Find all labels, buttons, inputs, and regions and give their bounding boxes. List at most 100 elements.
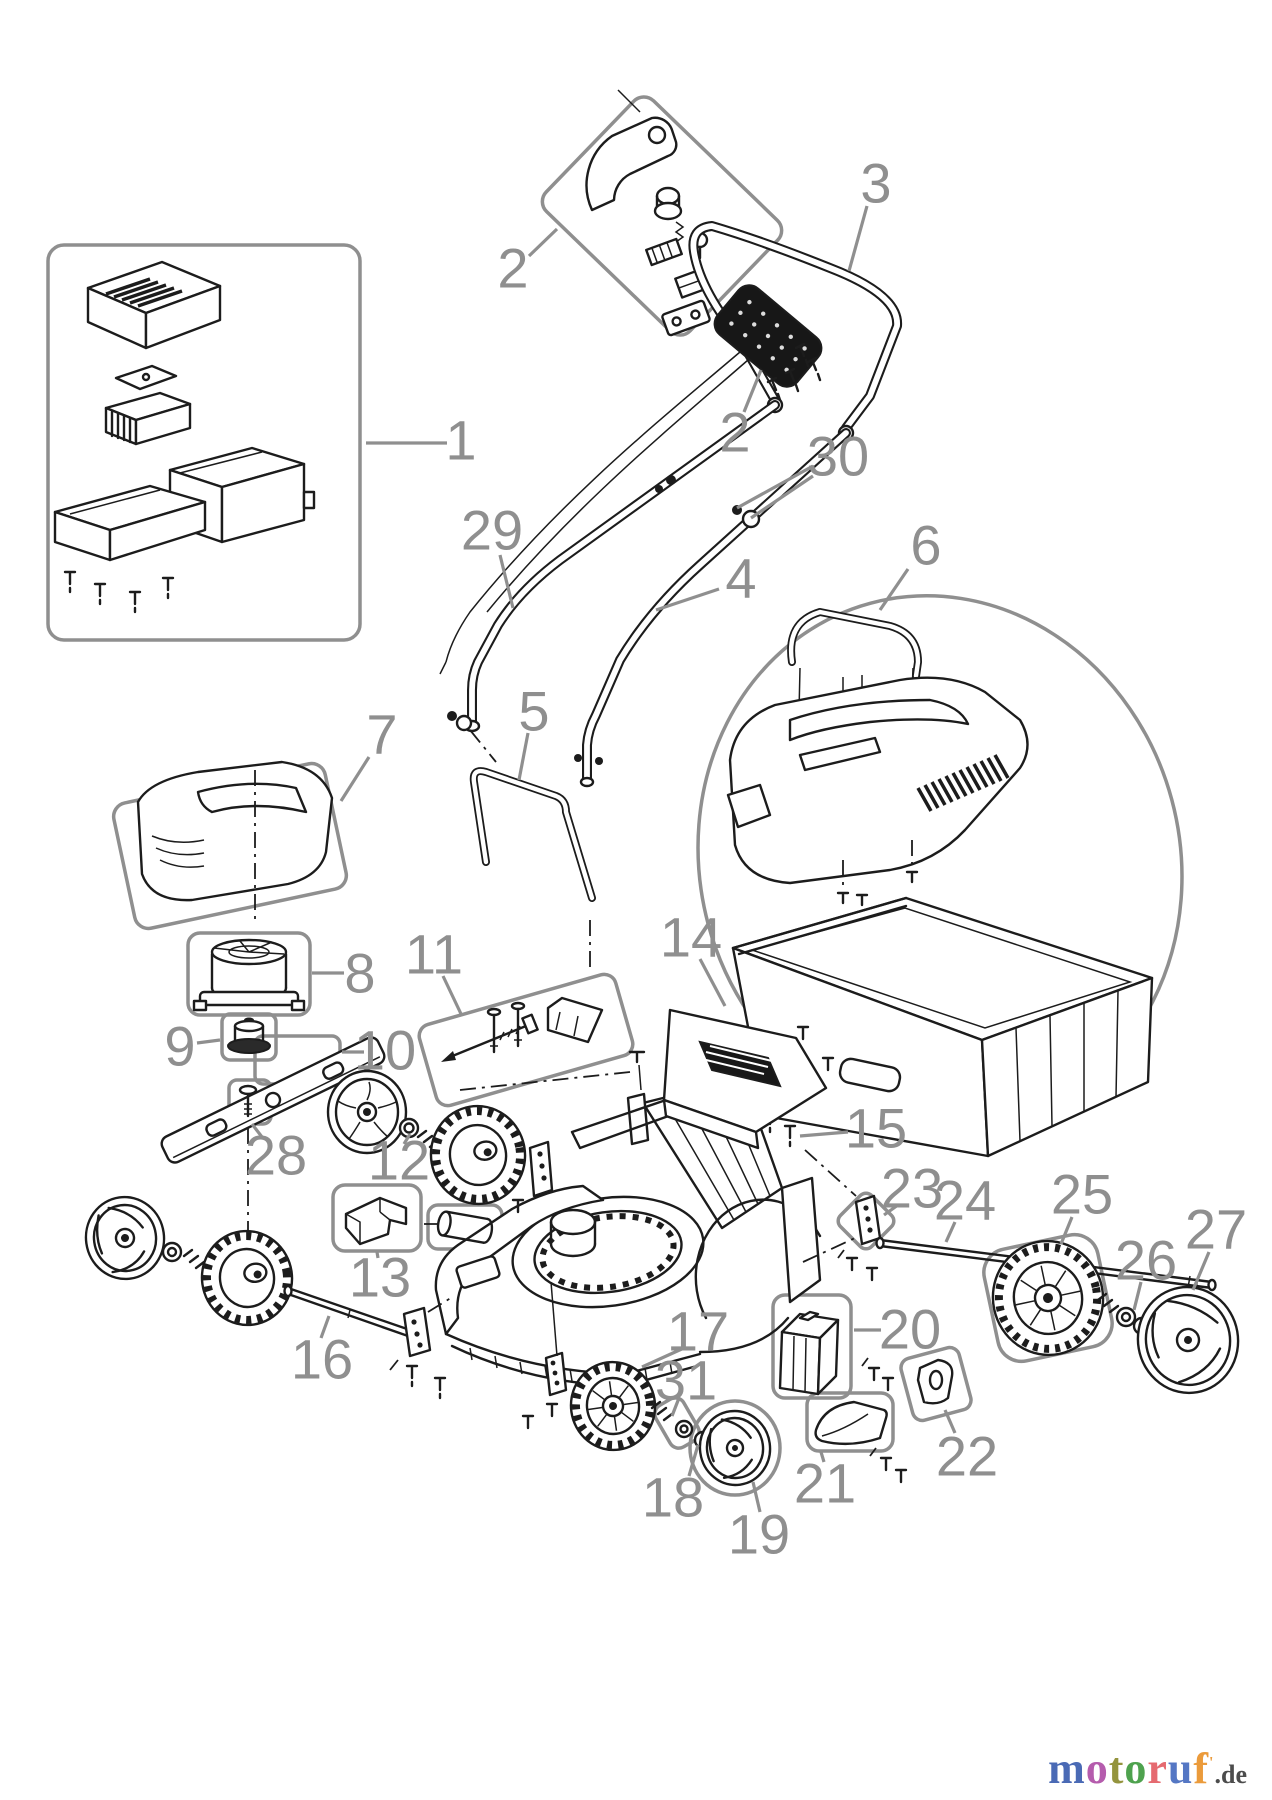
callout-18: 18: [642, 1466, 704, 1529]
logo-tld: .de: [1214, 1760, 1248, 1789]
leader-30: [736, 464, 814, 510]
part-11-hardware: [441, 996, 604, 1062]
callout-13: 13: [349, 1246, 411, 1309]
callout-2b: 2: [719, 401, 750, 464]
leader-7: [339, 756, 371, 802]
leader-2a: [527, 227, 559, 258]
part-13-height-adjuster: [344, 1196, 494, 1246]
leader-19: [751, 1481, 762, 1513]
leader-17: [641, 1346, 685, 1369]
part-16-front-axle-set: [84, 1195, 447, 1400]
callout-23: 23: [881, 1157, 943, 1220]
part-2-switch-housing: [713, 284, 823, 402]
callout-2a: 2: [497, 237, 528, 300]
box-part-1: [46, 243, 362, 642]
part-4-lower-handles: [447, 400, 851, 788]
callout-11: 11: [405, 923, 463, 986]
callout-25: 25: [1051, 1163, 1113, 1226]
leader-3: [847, 205, 869, 272]
callout-1: 1: [445, 409, 476, 472]
callout-24: 24: [934, 1169, 996, 1232]
leader-18: [687, 1444, 700, 1477]
callout-20: 20: [879, 1298, 941, 1361]
part-29-cable: [439, 351, 749, 675]
logo-letter: o: [1085, 1744, 1109, 1793]
part-22-cable-clip: [916, 1358, 954, 1405]
logo-letter: u: [1167, 1744, 1194, 1793]
leader-21: [819, 1451, 826, 1463]
box-part-11: [417, 972, 635, 1108]
leader-4: [655, 587, 720, 612]
logo-letter: ': [1209, 1754, 1215, 1772]
part-9-blade-adapter: [227, 1017, 271, 1054]
part-31-wheel-screws: [650, 1400, 694, 1439]
callout-16: 16: [291, 1328, 353, 1391]
callout-7: 7: [366, 703, 397, 766]
callout-19: 19: [728, 1503, 790, 1566]
part-27-hubcap: [1136, 1285, 1240, 1395]
leader-11: [441, 975, 464, 1017]
callout-28: 28: [245, 1124, 307, 1187]
leader-30: [750, 474, 814, 520]
leader-2b: [742, 369, 763, 413]
callout-31: 31: [655, 1349, 717, 1412]
part-8-motor: [192, 938, 306, 1012]
part-7-motor-cover: [136, 760, 334, 925]
callout-10: 10: [354, 1019, 416, 1082]
part-19-hubcap: [698, 1409, 772, 1487]
leader-28: [250, 1123, 264, 1138]
leader-9: [196, 1038, 221, 1045]
callout-15: 15: [845, 1097, 907, 1160]
part-21-mulch-plug: [814, 1400, 908, 1484]
part-2-lever-kit: [585, 89, 711, 337]
logo-letter: f: [1193, 1744, 1210, 1793]
part-1-charger-kit: [53, 260, 316, 614]
callout-17: 17: [667, 1300, 729, 1363]
front-left-tire: [200, 1229, 294, 1327]
logo-word: motoruf': [1048, 1744, 1214, 1793]
callout-27: 27: [1185, 1198, 1247, 1261]
leader-23: [883, 1203, 899, 1217]
box-part-21: [805, 1391, 895, 1453]
leader-15: [799, 1130, 849, 1138]
logo-letter: r: [1147, 1744, 1168, 1793]
leader-16: [319, 1315, 331, 1339]
box-part-22: [899, 1345, 973, 1423]
leader-27: [1191, 1251, 1211, 1291]
callout-6: 6: [910, 514, 941, 577]
callout-4: 4: [725, 547, 756, 610]
leader-14: [698, 958, 727, 1007]
leader-31: [670, 1397, 681, 1417]
callout-3: 3: [860, 152, 891, 215]
part-12-front-right-wheel: [326, 1069, 527, 1206]
part-5-handle-bracket: [469, 729, 596, 968]
box-part-23: [836, 1191, 896, 1251]
front-left-hubcap: [84, 1195, 166, 1281]
part-10-blade: [160, 1036, 386, 1164]
callout-12: 12: [368, 1129, 430, 1192]
box-part-13: [331, 1183, 423, 1253]
leader-26: [1132, 1281, 1143, 1311]
callout-26: 26: [1115, 1229, 1177, 1292]
logo-letter: o: [1124, 1744, 1148, 1793]
callout-30: 30: [807, 425, 869, 488]
logo-letter: t: [1108, 1744, 1125, 1793]
callout-14: 14: [660, 906, 722, 969]
callout-5: 5: [518, 680, 549, 743]
part-20-battery: [778, 1310, 895, 1396]
logo-letter: m: [1048, 1744, 1086, 1793]
leader-22: [943, 1409, 957, 1434]
part-23-axle-bracket: [837, 1194, 882, 1282]
box-part-2: [540, 95, 784, 337]
circle-part-19: [688, 1399, 782, 1497]
callout-29: 29: [461, 499, 523, 562]
part-14-battery-cover: [662, 1008, 835, 1150]
part-25-rear-right-wheel: [991, 1239, 1105, 1357]
leader-29: [498, 554, 515, 609]
brand-logo[interactable]: motoruf'.de: [1048, 1743, 1247, 1794]
leader-13: [375, 1251, 380, 1259]
leader-5: [517, 732, 530, 781]
callout-22: 22: [936, 1425, 998, 1488]
box-part-20: [771, 1293, 853, 1400]
